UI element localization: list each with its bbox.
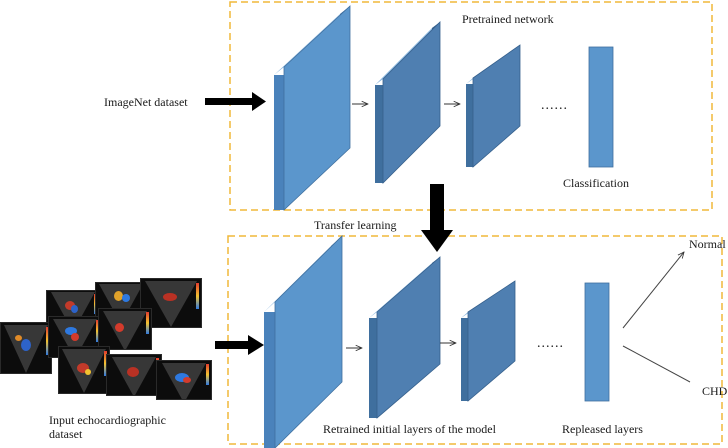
released-layer: [584, 282, 610, 402]
retrained-layer-2: [369, 256, 441, 419]
transfer-learning-label: Transfer learning: [314, 218, 397, 232]
chd-output-label: CHD: [702, 384, 728, 398]
imagenet-dataset-label: ImageNet dataset: [104, 95, 188, 109]
input-arrow-icon: [215, 335, 264, 355]
released-layers-label: Repleased layers: [562, 422, 643, 436]
transfer-learning-arrow-icon: [421, 184, 453, 252]
echo-image: [58, 346, 110, 394]
echo-image: [156, 360, 212, 400]
input-dataset-label: Input echocardiographic dataset: [49, 413, 166, 441]
echo-image: [98, 308, 152, 350]
classification-label: Classification: [563, 176, 629, 190]
ellipsis-top: ......: [541, 98, 568, 113]
pretrained-layer-1: [274, 5, 351, 211]
echo-image: [106, 354, 162, 396]
retrained-layer-1: [264, 235, 343, 448]
normal-arrow: [622, 252, 684, 329]
ellipsis-bottom: ......: [537, 336, 564, 351]
retrained-layer-3: [461, 280, 516, 402]
retrained-layers-label: Retrained initial layers of the model: [323, 422, 496, 436]
imagenet-arrow-icon: [205, 92, 266, 111]
normal-output-label: Normal: [689, 237, 726, 251]
pretrained-layer-3: [466, 44, 521, 168]
pretrained-classification-layer: [588, 46, 614, 168]
pretrained-network-title: Pretrained network: [462, 12, 554, 26]
pretrained-network-panel: [229, 1, 713, 211]
echo-image: [0, 322, 52, 374]
retrained-model-panel: [227, 235, 723, 445]
pretrained-layer-2: [375, 21, 441, 184]
chd-line: [622, 345, 691, 383]
